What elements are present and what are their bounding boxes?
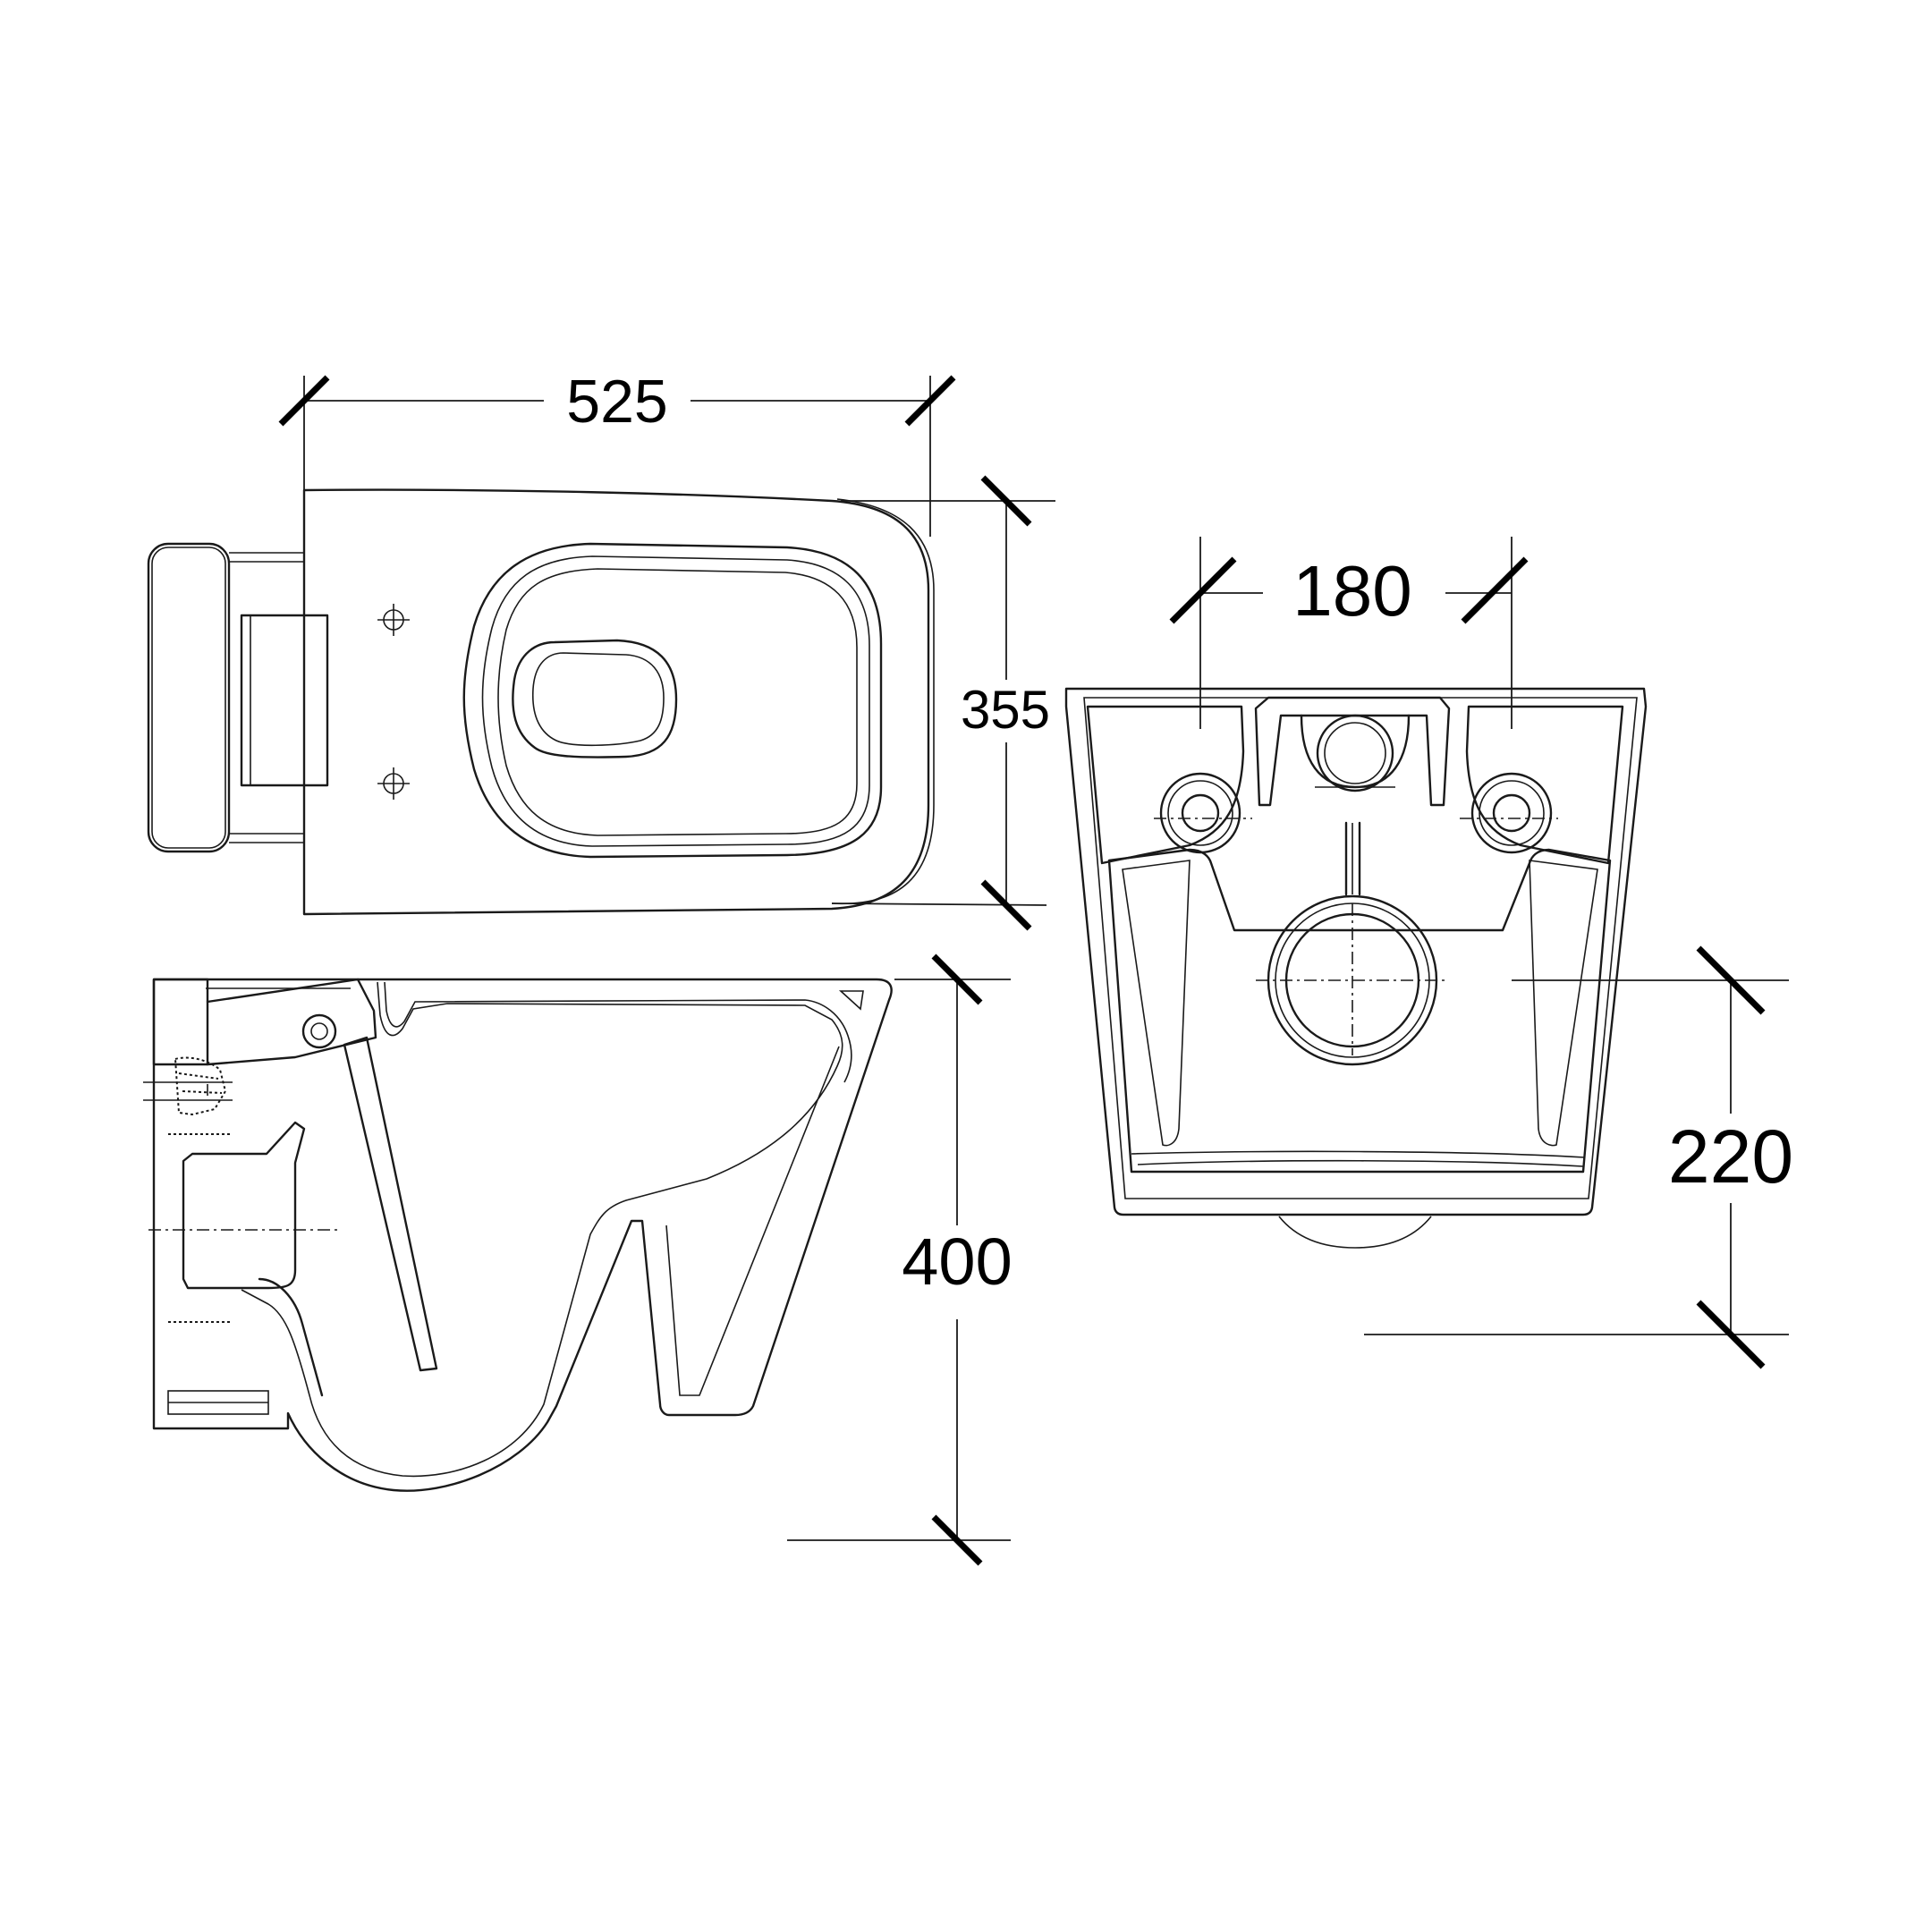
fixing-hole-marker bbox=[377, 767, 410, 800]
fixing-hole-marker bbox=[377, 604, 410, 636]
back-view-outline bbox=[1064, 687, 1648, 1216]
top-view bbox=[147, 488, 935, 916]
dimension-label-depth: 355 bbox=[961, 680, 1050, 740]
bowl-outline-top bbox=[302, 488, 930, 916]
dimension-400: 400 bbox=[787, 953, 1013, 1566]
fixing-bolt-hole-left bbox=[1154, 772, 1252, 854]
dimension-label-fixing-spacing: 180 bbox=[1292, 551, 1411, 631]
dimension-355: 355 bbox=[831, 475, 1055, 931]
dimension-525: 525 bbox=[278, 368, 956, 537]
side-view bbox=[143, 978, 893, 1492]
dimension-220: 220 bbox=[1364, 945, 1793, 1369]
bowl-outline-side bbox=[152, 978, 893, 1492]
dimension-label-width: 525 bbox=[566, 368, 667, 436]
dimension-label-height: 400 bbox=[902, 1224, 1012, 1299]
dimension-label-outlet-height: 220 bbox=[1668, 1114, 1793, 1199]
fixing-bolt-hole-right bbox=[1460, 772, 1558, 854]
back-view bbox=[1064, 687, 1648, 1249]
dimension-180: 180 bbox=[1169, 537, 1529, 729]
